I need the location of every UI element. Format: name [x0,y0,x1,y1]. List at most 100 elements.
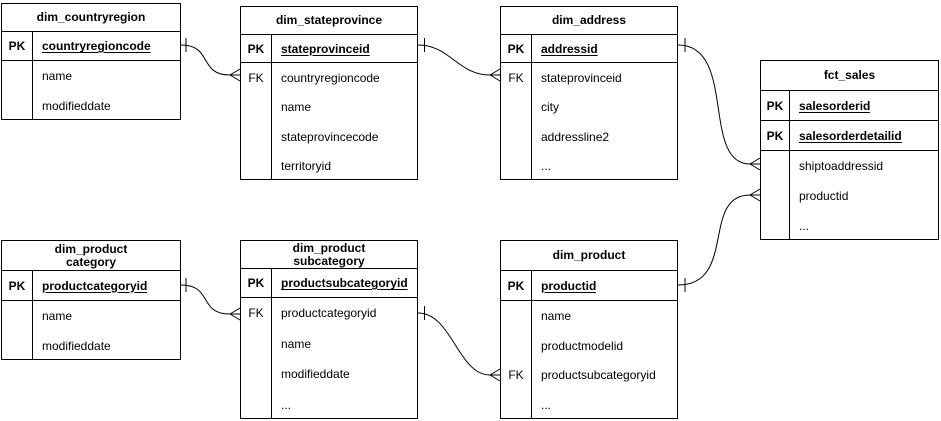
entity-rows: PK productid name productmodelid FK prod… [501,271,677,420]
entity-title-line: subcategory [293,253,365,268]
key-cell [501,122,531,152]
key-cell [2,331,32,361]
key-column-divider [32,271,33,359]
key-cell [501,93,531,123]
key-cell [241,390,271,421]
entity-title-line: fct_sales [823,68,876,82]
entity-table-dim_stateprovince[interactable]: dim_stateprovince PK stateprovinceid FK … [240,6,418,180]
field-cell: name [42,309,73,323]
many-marker [489,368,501,376]
table-row: modifieddate [2,91,180,121]
key-cell [241,152,271,182]
entity-title: dim_product [501,241,677,271]
field-cell: ... [281,397,292,412]
table-row: ... [501,390,677,420]
entity-title-line: dim_countryregion [36,10,146,24]
table-row: stateprovincecode [241,122,417,152]
table-row: PK countryregioncode [2,32,180,61]
relationship-edge[interactable] [417,38,501,82]
many-marker [229,68,241,76]
key-cell [2,301,32,331]
entity-title: dim_countryregion [2,4,180,32]
field-cell: modifieddate [42,339,111,353]
relationship-edge[interactable] [180,278,241,321]
field-cell: countryregioncode [281,70,380,85]
entity-table-fct_sales[interactable]: fct_sales PK salesorderid PK salesorderd… [760,60,939,240]
field-cell: city [541,100,559,115]
entity-rows: PK addressid FK stateprovinceid city add… [501,35,677,181]
field-cell: ... [799,219,810,233]
key-column-divider [271,35,272,179]
key-cell [761,151,789,181]
key-cell: PK [766,128,784,143]
field-cell: name [42,69,73,83]
table-row: FK stateprovinceid [501,63,677,93]
many-marker [749,163,761,171]
table-row: FK countryregioncode [241,63,417,93]
edge-curve [180,44,231,76]
field-cell: modifieddate [42,99,111,113]
field-cell: productcategoryid [42,278,148,293]
key-cell: PK [8,39,26,53]
entity-rows: PK productsubcategoryid FK productcatego… [241,269,417,420]
key-column-divider [531,35,532,179]
entity-table-dim_product[interactable]: dim_product PK productid name productmod… [500,240,678,419]
entity-table-dim_address[interactable]: dim_address PK addressid FK stateprovinc… [500,6,678,180]
key-cell [761,211,789,241]
key-column-divider [531,271,532,418]
entity-table-dim_countryregion[interactable]: dim_countryregion PK countryregioncode n… [1,3,181,120]
key-cell [241,359,271,390]
field-cell: stateprovinceid [541,70,622,85]
entity-title-line: dim_product [54,241,128,256]
field-cell: productcategoryid [281,306,377,321]
entity-title-line: category [65,254,117,269]
table-row: PK productsubcategoryid [241,269,417,298]
field-cell: productsubcategoryid [281,276,408,290]
table-row: ... [241,390,417,421]
field-cell: name [281,336,312,351]
field-cell: productsubcategoryid [541,368,656,383]
table-row: territoryid [241,152,417,182]
field-cell: name [281,100,312,115]
key-cell [501,390,531,420]
edge-curve [417,44,491,76]
edge-curve [677,194,751,286]
key-cell: PK [247,41,265,56]
edge-curve [677,44,751,165]
entity-title-line: dim_product [292,240,366,255]
field-cell: modifieddate [281,367,350,382]
table-row: name [501,301,677,331]
key-cell [2,91,32,121]
many-marker [749,194,761,202]
entity-title-line: dim_address [551,13,627,27]
table-row: name [241,93,417,123]
field-cell: ... [541,398,552,413]
relationship-edge[interactable] [417,306,501,382]
table-row: name [241,329,417,360]
many-marker [489,74,501,82]
table-row: FK productcategoryid [241,298,417,329]
key-cell [241,122,271,152]
relationship-edge[interactable] [677,38,761,171]
relationship-edge[interactable] [677,188,761,292]
field-cell: territoryid [281,159,332,174]
table-row: PK addressid [501,35,677,63]
field-cell: addressid [541,41,598,56]
field-cell: countryregioncode [42,39,151,53]
table-row: PK stateprovinceid [241,35,417,63]
key-cell: FK [248,306,264,321]
key-cell [501,152,531,182]
table-row: shiptoaddressid [761,151,938,181]
field-cell: shiptoaddressid [799,159,884,173]
field-cell: addressline2 [541,129,610,144]
edge-curve [180,284,231,315]
table-row: PK salesorderdetailid [761,121,938,151]
many-marker [489,374,501,382]
table-row: ... [761,211,938,241]
relationship-edge[interactable] [180,38,241,82]
